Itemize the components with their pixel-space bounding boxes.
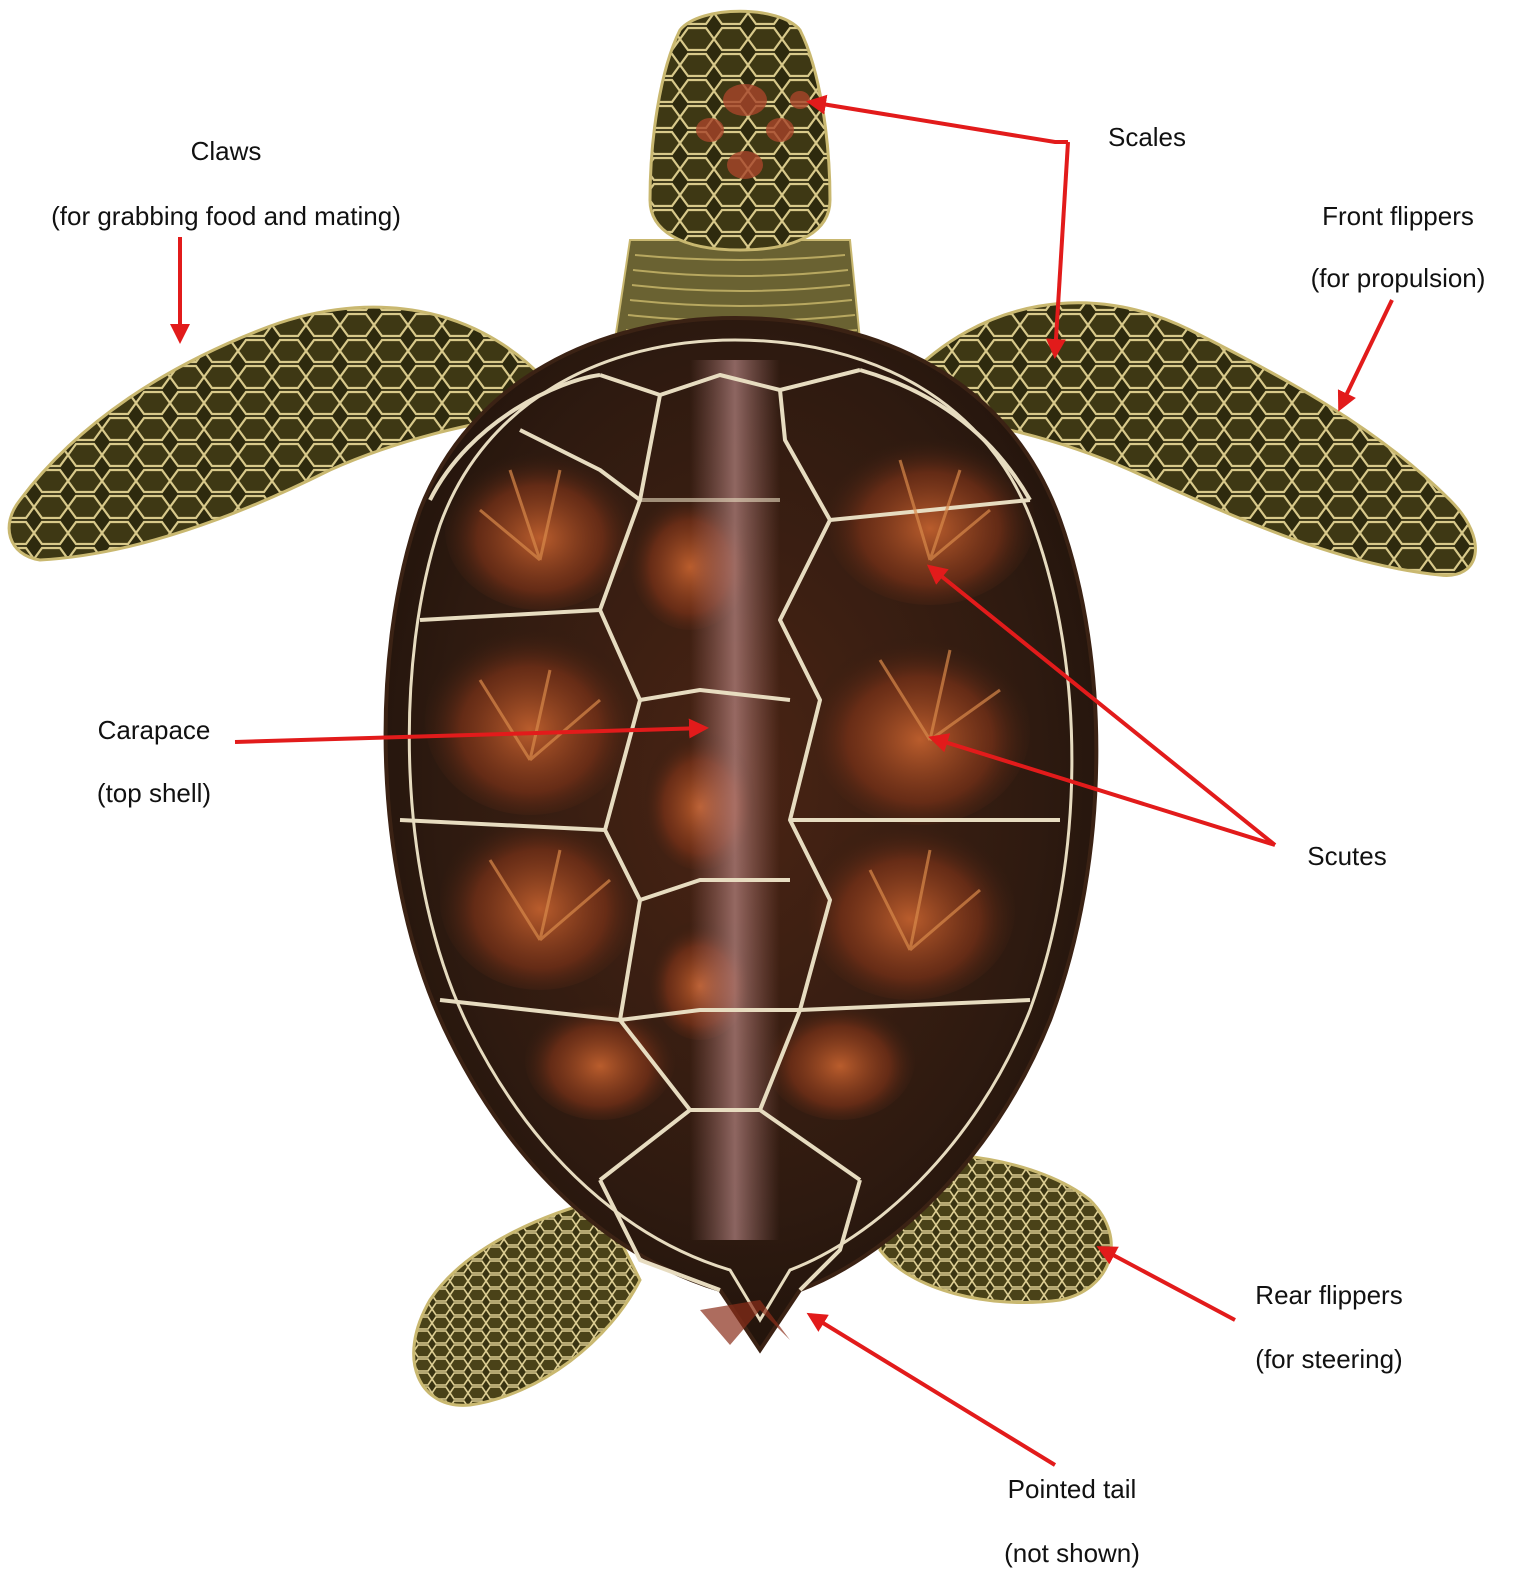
claws-note: (for grabbing food and mating) (51, 203, 401, 229)
scales-arrow-head (810, 102, 1068, 142)
pointed-tail-label: Pointed tail (1008, 1476, 1137, 1502)
rear-flippers-note: (for steering) (1255, 1346, 1402, 1372)
claws-label: Claws (191, 138, 262, 164)
pointed-tail-arrow (810, 1315, 1055, 1465)
rear-flippers-label: Rear flippers (1255, 1282, 1402, 1308)
front-flippers-label: Front flippers (1322, 203, 1474, 229)
rear-flippers-arrow (1100, 1248, 1235, 1320)
front-flippers-arrow (1340, 300, 1392, 408)
front-flippers-note: (for propulsion) (1311, 265, 1486, 291)
pointed-tail-note: (not shown) (1004, 1540, 1140, 1566)
carapace-label: Carapace (98, 717, 211, 743)
head (650, 11, 830, 250)
carapace-note: (top shell) (97, 780, 211, 806)
scales-label: Scales (1108, 124, 1186, 150)
scutes-label: Scutes (1307, 843, 1387, 869)
